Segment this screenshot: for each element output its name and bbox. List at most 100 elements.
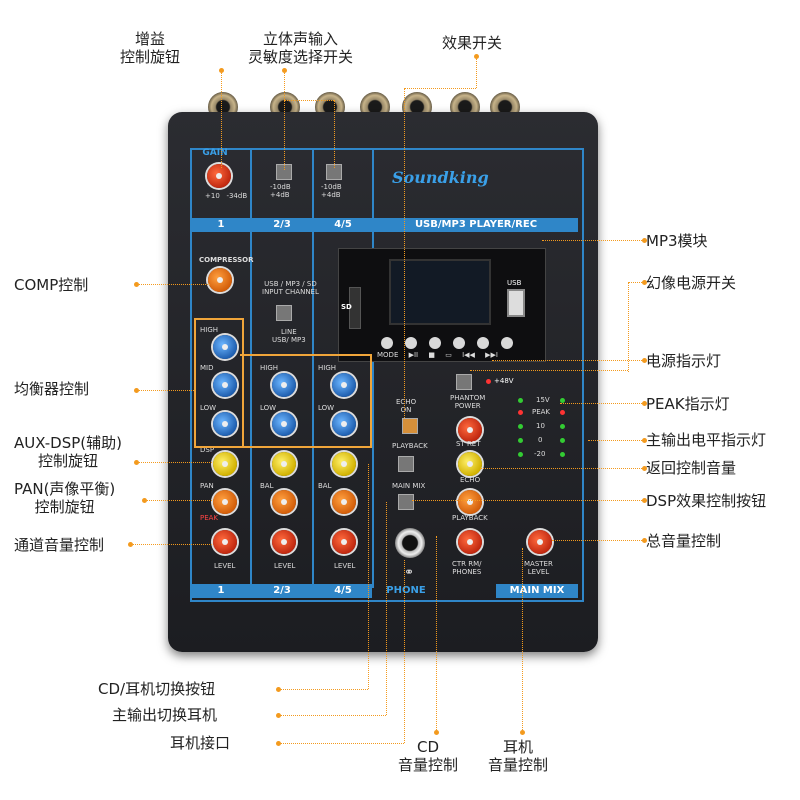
- ch23-high-knob[interactable]: [272, 373, 296, 397]
- level-label: LEVEL: [274, 562, 296, 570]
- echo-knob[interactable]: [458, 452, 482, 476]
- master-level-knob[interactable]: [528, 530, 552, 554]
- low-label: LOW: [318, 404, 335, 412]
- mid-label: MID: [200, 364, 214, 372]
- echo-label: ECHO: [460, 476, 481, 484]
- ch1-level-knob[interactable]: [213, 530, 237, 554]
- leader-phone-jack: [278, 743, 404, 744]
- peak-label: PEAK: [200, 514, 219, 522]
- mp3-module: SD USB MODE ▶II ■ ▭ I◀◀ ▶▶I: [338, 248, 546, 362]
- phone-jack[interactable]: [395, 528, 425, 558]
- stop-button[interactable]: [429, 337, 441, 349]
- meter-led-m20-r: [560, 452, 565, 457]
- callout-comp: COMP控制: [14, 276, 89, 294]
- headphone-icon: ⚭: [404, 565, 415, 579]
- meter-led-15v: [518, 398, 523, 403]
- meter-15v: 15V: [536, 396, 550, 404]
- ch45-level-knob[interactable]: [332, 530, 356, 554]
- callout-dot: [134, 388, 139, 393]
- callout-dot: [642, 466, 647, 471]
- low-label: LOW: [260, 404, 277, 412]
- main-mix-label: MAIN MIX: [392, 482, 426, 490]
- dsp-label: DSP: [200, 446, 215, 454]
- ch45-tab: 4/5: [314, 218, 372, 232]
- ch45-high-knob[interactable]: [332, 373, 356, 397]
- ch45-dsp-knob[interactable]: [332, 452, 356, 476]
- ch23-low-knob[interactable]: [272, 412, 296, 436]
- echo-switch[interactable]: [402, 418, 418, 434]
- leader-cd-phone: [278, 689, 368, 690]
- sd-slot[interactable]: [349, 287, 361, 329]
- callout-dot: [642, 358, 647, 363]
- callout-dot: [642, 538, 647, 543]
- leader-chvol: [130, 544, 212, 545]
- callout-stereo-sens: 立体声输入灵敏度选择开关: [248, 30, 354, 66]
- callout-phone-vol: 耳机音量控制: [488, 738, 549, 774]
- ch1-low-knob[interactable]: [213, 412, 237, 436]
- ctr-rm-knob[interactable]: [458, 530, 482, 554]
- ch23-dsp-knob[interactable]: [272, 452, 296, 476]
- ch1-dsp-knob[interactable]: [213, 452, 237, 476]
- leader-comp: [136, 284, 210, 285]
- ch45-bal-knob[interactable]: [332, 490, 356, 514]
- callout-dot: [520, 730, 525, 735]
- st-ret-knob[interactable]: [458, 418, 482, 442]
- main-mix-button[interactable]: [398, 494, 414, 510]
- ch23-tab: 2/3: [252, 218, 312, 232]
- compressor-knob[interactable]: [208, 268, 232, 292]
- meter-peak: PEAK: [532, 408, 551, 416]
- gain-label: GAIN: [202, 148, 228, 158]
- callout-dot: [134, 460, 139, 465]
- mixer-body: [168, 112, 598, 652]
- playback-knob[interactable]: [458, 490, 482, 514]
- eq-highlight: [194, 318, 244, 448]
- high-label: HIGH: [260, 364, 279, 372]
- callout-phantom: 幻像电源开关: [646, 274, 737, 292]
- leader-stereo-h: [284, 100, 334, 101]
- mp3-button-labels: MODE ▶II ■ ▭ I◀◀ ▶▶I: [377, 351, 498, 359]
- callout-fx-switch: 效果开关: [442, 34, 503, 52]
- line-usb-switch[interactable]: [276, 305, 292, 321]
- usb-port[interactable]: [507, 289, 525, 317]
- compressor-label: COMPRESSOR: [199, 256, 254, 264]
- ch45-low-knob[interactable]: [332, 412, 356, 436]
- callout-dot: [282, 68, 287, 73]
- level-label: LEVEL: [334, 562, 356, 570]
- play-pause-button[interactable]: [405, 337, 417, 349]
- leader-stereo1: [284, 70, 285, 170]
- high-label: HIGH: [318, 364, 337, 372]
- usb-player-tab: USB/MP3 PLAYER/REC: [374, 218, 578, 232]
- mode-button[interactable]: [381, 337, 393, 349]
- record-button[interactable]: [453, 337, 465, 349]
- meter-10: 10: [536, 422, 545, 430]
- leader-main-phone-v: [386, 502, 387, 715]
- level-label: LEVEL: [214, 562, 236, 570]
- gain-knob[interactable]: [207, 164, 231, 188]
- phantom-power-button[interactable]: [456, 374, 472, 390]
- meter-led-peak: [518, 410, 523, 415]
- ch1-bottom-tab: 1: [192, 584, 250, 598]
- gain-range: +10 -34dB: [205, 192, 248, 200]
- ch1-pan-knob[interactable]: [213, 490, 237, 514]
- ch23-level-knob[interactable]: [272, 530, 296, 554]
- callout-dot: [434, 730, 439, 735]
- phone-tab: PHONE: [386, 585, 426, 596]
- next-button[interactable]: [501, 337, 513, 349]
- ch1-high-knob[interactable]: [213, 335, 237, 359]
- callout-aux-dsp: AUX-DSP(辅助)控制旋钮: [14, 434, 123, 470]
- meter-led-0: [518, 438, 523, 443]
- callout-ch-vol: 通道音量控制: [14, 536, 105, 554]
- playback-button[interactable]: [398, 456, 414, 472]
- prev-button[interactable]: [477, 337, 489, 349]
- meter-led-peak-r: [560, 410, 565, 415]
- ch23-bal-knob[interactable]: [272, 490, 296, 514]
- panel-divider: [372, 148, 374, 588]
- power-led: [486, 379, 491, 384]
- leader-stereo2: [334, 100, 335, 168]
- ch1-mid-knob[interactable]: [213, 373, 237, 397]
- callout-phone-jack: 耳机接口: [170, 734, 231, 752]
